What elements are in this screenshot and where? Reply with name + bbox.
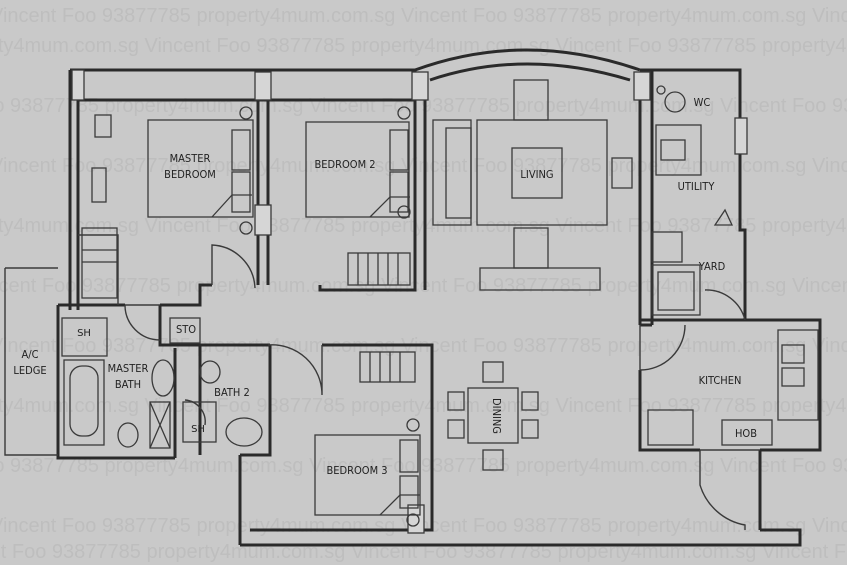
label-utility: UTILITY xyxy=(678,180,716,193)
label-sh-master: SH xyxy=(77,328,91,339)
label-ac-ledge-1: A/C xyxy=(21,348,38,361)
doors xyxy=(124,244,760,530)
label-master-bedroom-1: MASTER xyxy=(170,152,211,165)
label-bath-2: BATH 2 xyxy=(214,386,250,399)
watermark-line: Vincent Foo 93877785 property4mum.com.sg… xyxy=(0,5,847,27)
columns xyxy=(71,69,748,534)
label-master-bath-1: MASTER xyxy=(108,362,149,375)
watermark-line: Foo 93877785 property4mum.com.sg Vincent… xyxy=(0,455,847,477)
label-wc: WC xyxy=(694,96,711,109)
label-sto: STO xyxy=(176,323,196,336)
label-hob: HOB xyxy=(735,427,757,440)
room-labels: MASTER BEDROOM BEDROOM 2 LIVING WC UTILI… xyxy=(13,96,757,477)
furniture xyxy=(61,79,819,527)
label-ac-ledge-2: LEDGE xyxy=(13,364,46,377)
label-yard: YARD xyxy=(698,260,726,273)
watermark-line: property4mum.com.sg Vincent Foo 93877785… xyxy=(0,35,847,57)
label-living: LIVING xyxy=(520,168,553,181)
walls xyxy=(4,48,822,547)
label-sh-bath2: SH xyxy=(191,424,205,435)
label-bedroom-2: BEDROOM 2 xyxy=(314,158,375,171)
label-bedroom-3: BEDROOM 3 xyxy=(326,464,387,477)
label-master-bedroom-2: BEDROOM xyxy=(164,168,216,181)
label-master-bath-2: BATH xyxy=(115,378,141,391)
watermark-line: property4mum.com.sg Vincent Foo 93877785… xyxy=(0,395,847,417)
label-kitchen: KITCHEN xyxy=(699,374,742,387)
label-dining: DINING xyxy=(490,398,503,434)
